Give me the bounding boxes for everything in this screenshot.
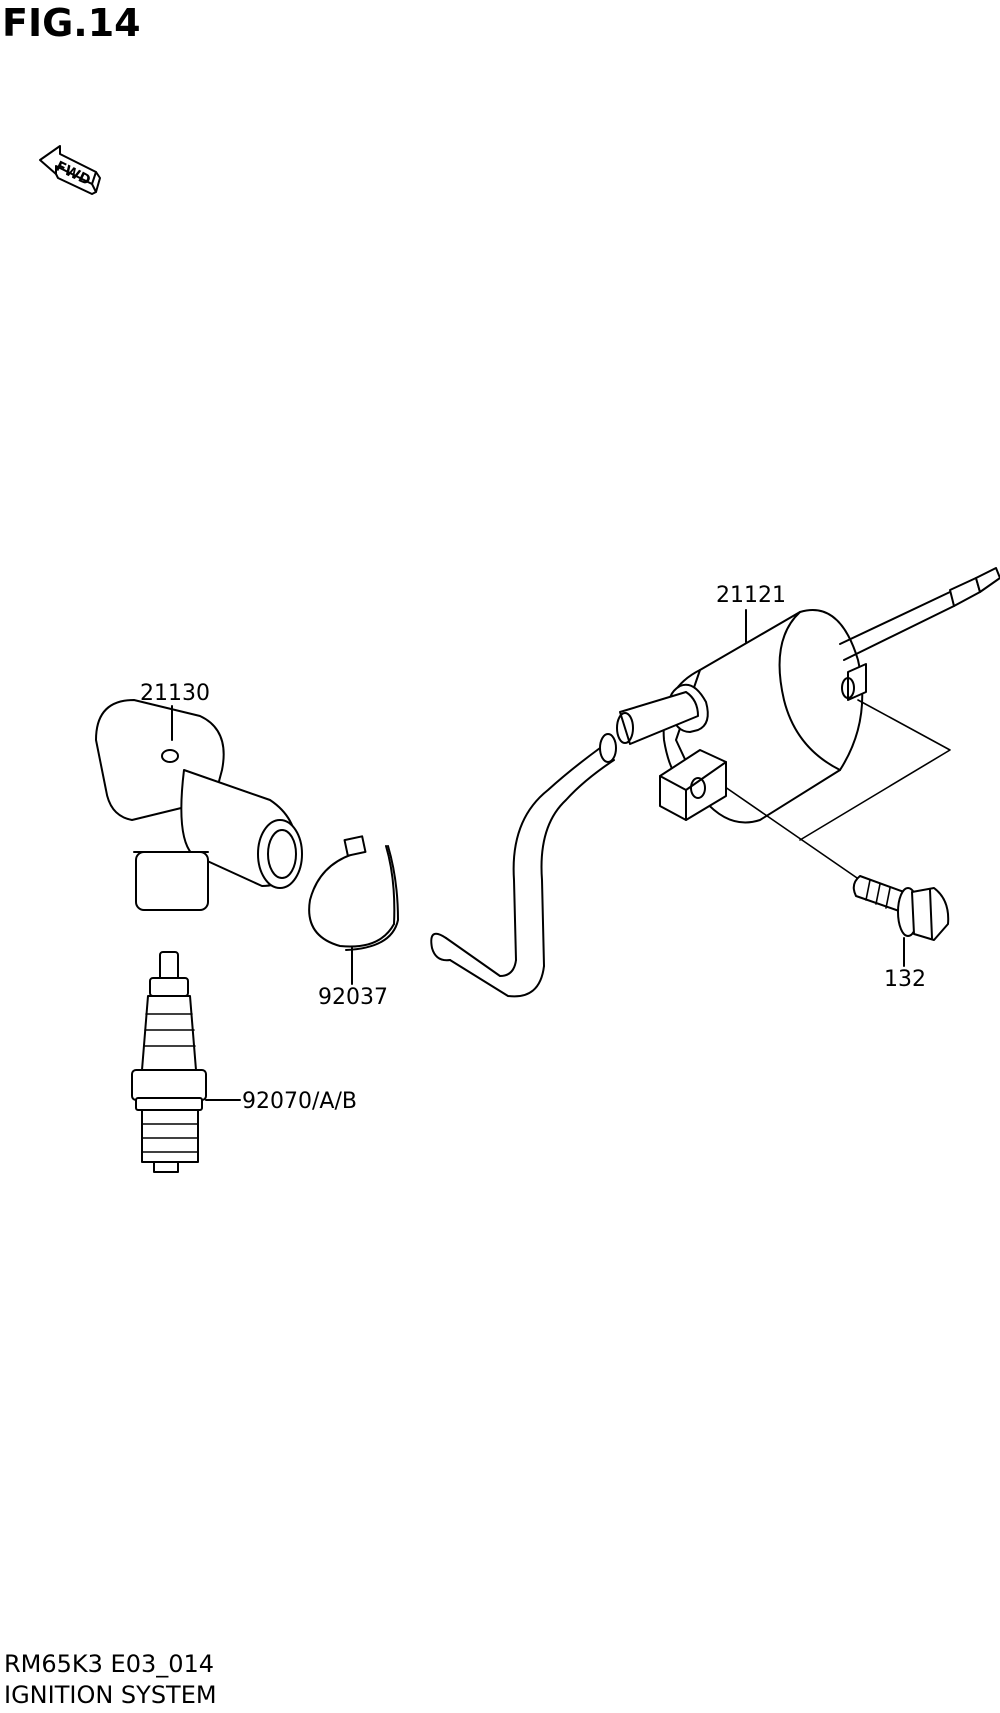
fwd-arrow-icon: FWD bbox=[39, 145, 101, 195]
spark-plug-drawing bbox=[131, 951, 207, 1173]
bolt-drawing bbox=[852, 875, 950, 941]
clamp-drawing bbox=[308, 835, 399, 951]
ignition-coil-drawing bbox=[616, 567, 1000, 881]
figure-title: FIG.14 bbox=[2, 1, 141, 45]
plug-cap-drawing bbox=[95, 699, 303, 911]
part-label-21121: 21121 bbox=[716, 583, 786, 608]
part-label-21130: 21130 bbox=[140, 681, 210, 706]
part-label-92037: 92037 bbox=[318, 985, 388, 1010]
high-tension-cord-drawing bbox=[430, 733, 617, 998]
part-label-132: 132 bbox=[884, 967, 926, 992]
model-code: RM65K3 E03_014 bbox=[4, 1650, 215, 1678]
section-name: IGNITION SYSTEM bbox=[4, 1681, 217, 1709]
part-label-92070: 92070/A/B bbox=[242, 1089, 357, 1114]
